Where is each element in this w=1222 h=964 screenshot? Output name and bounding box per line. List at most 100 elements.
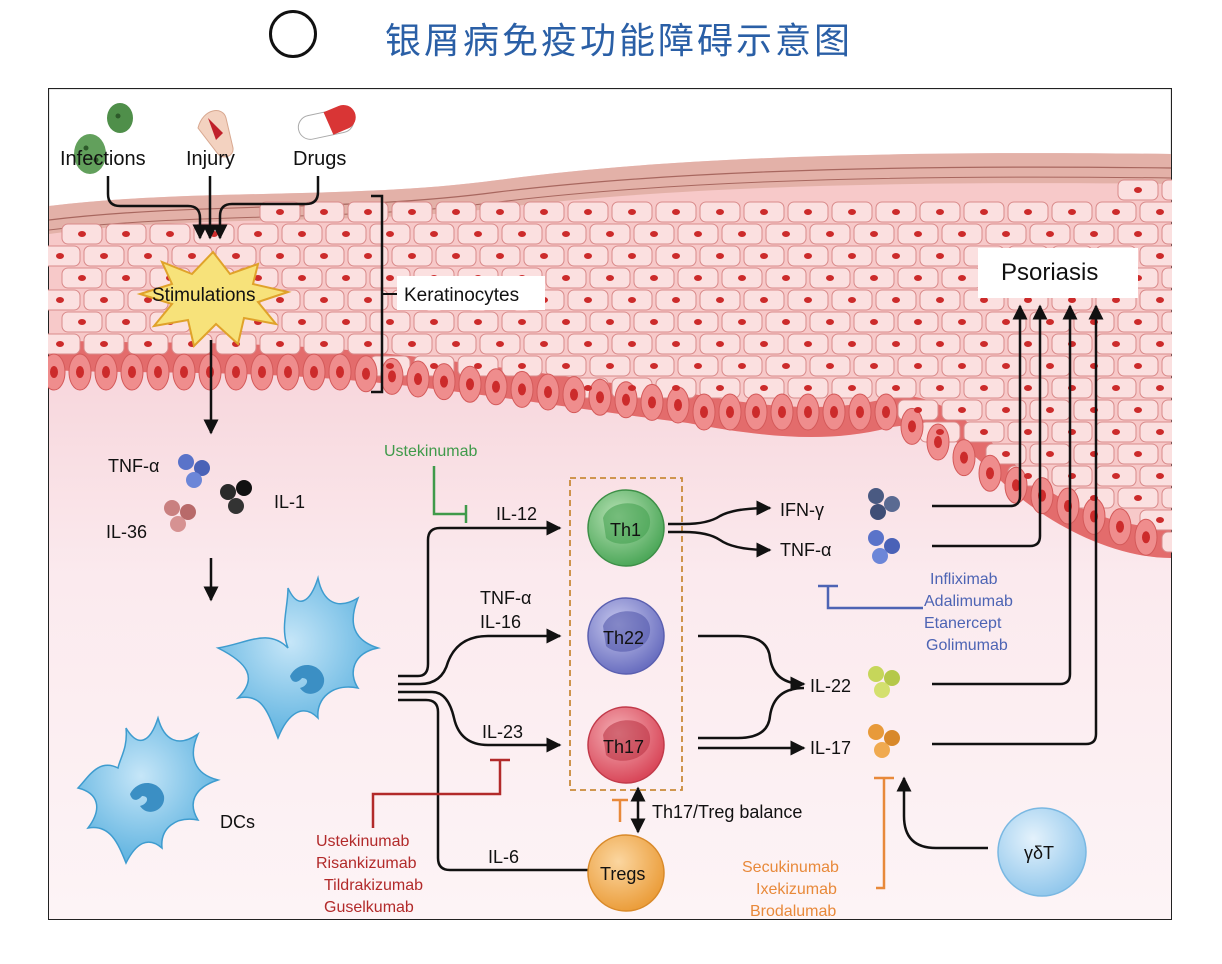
keratinocyte-nucleus [606, 319, 614, 325]
keratinocyte-nucleus [936, 253, 944, 259]
injury-label: Injury [186, 148, 235, 170]
keratinocyte-nucleus [1046, 319, 1054, 325]
keratinocyte-nucleus [1156, 429, 1164, 435]
keratinocyte-nucleus [870, 363, 878, 369]
keratinocyte-nucleus [78, 275, 86, 281]
il1-cluster [220, 480, 252, 514]
keratinocyte-nucleus [122, 231, 130, 237]
tnf-alpha-label-right: TNF-α [780, 540, 831, 560]
keratinocyte-nucleus [870, 275, 878, 281]
keratinocyte-nucleus [1112, 385, 1120, 391]
keratinocyte-nucleus [716, 297, 724, 303]
keratinocyte-nucleus [276, 209, 284, 215]
keratinocyte-nucleus [826, 319, 834, 325]
keratinocyte-nucleus [848, 385, 856, 391]
il36-cluster [164, 500, 196, 532]
keratinocyte-nucleus [782, 275, 790, 281]
keratinocyte-nucleus [342, 231, 350, 237]
th17-cell [587, 706, 665, 784]
basal-nucleus [804, 406, 812, 418]
keratinocyte-nucleus [672, 385, 680, 391]
keratinocyte-nucleus [914, 363, 922, 369]
infections-icon [74, 103, 133, 174]
keratinocyte-nucleus [1024, 473, 1032, 479]
keratinocyte-nucleus [562, 363, 570, 369]
basal-nucleus [388, 370, 396, 383]
basal-nucleus [1012, 479, 1020, 492]
ifn-gamma-cluster [868, 488, 900, 520]
basal-nucleus [466, 378, 474, 391]
keratinocyte-nucleus [628, 341, 636, 347]
keratinocyte-nucleus [1046, 231, 1054, 237]
t-cell-output-arrows [668, 500, 806, 756]
th1-label: Th1 [610, 520, 641, 540]
keratinocyte-nucleus [1156, 341, 1164, 347]
keratinocyte-nucleus [1156, 253, 1164, 259]
basal-nucleus [700, 406, 708, 418]
svg-text:Secukinumab: Secukinumab [742, 859, 839, 876]
keratinocyte-nucleus [518, 231, 526, 237]
svg-text:Ustekinumab: Ustekinumab [316, 833, 409, 850]
keratinocyte-nucleus [914, 275, 922, 281]
keratinocyte-nucleus [56, 297, 64, 303]
basal-nucleus [986, 467, 994, 480]
basal-nucleus [128, 366, 136, 378]
keratinocyte-cell [1161, 267, 1203, 289]
keratinocyte-nucleus [958, 363, 966, 369]
basal-nucleus [830, 406, 838, 418]
keratinocyte-nucleus [452, 253, 460, 259]
basal-nucleus [518, 383, 526, 396]
t-cell-group-box [569, 477, 683, 791]
keratinocyte-cell [1161, 223, 1203, 245]
epidermis [39, 153, 1203, 558]
keratinocyte-nucleus [474, 231, 482, 237]
keratinocyte-nucleus [980, 385, 988, 391]
keratinocyte-nucleus [606, 231, 614, 237]
keratinocyte-nucleus [1156, 473, 1164, 479]
keratinocyte-nucleus [936, 209, 944, 215]
keratinocyte-nucleus [144, 341, 152, 347]
keratinocyte-nucleus [584, 341, 592, 347]
keratinocyte-nucleus [958, 231, 966, 237]
keratinocyte-nucleus [650, 363, 658, 369]
keratinocyte-nucleus [980, 429, 988, 435]
keratinocyte-cell [1161, 179, 1203, 201]
basal-nucleus [960, 451, 968, 464]
il1-label: IL-1 [274, 492, 305, 512]
th1-cell [587, 489, 665, 567]
keratinocyte-nucleus [782, 363, 790, 369]
page-title: 银屑病免疫功能障碍示意图 [385, 21, 854, 62]
keratinocyte-nucleus [672, 297, 680, 303]
dcs-label: DCs [220, 812, 255, 832]
keratinocyte-nucleus [56, 341, 64, 347]
keratinocyte-nucleus [496, 341, 504, 347]
keratinocyte-nucleus [386, 275, 394, 281]
keratinocyte-nucleus [320, 297, 328, 303]
keratinocyte-nucleus [144, 297, 152, 303]
psoriasis-diagram: Infections Injury Drugs Stimulations Ker… [39, 87, 1203, 921]
keratinocyte-cell [1161, 443, 1203, 465]
keratinocyte-nucleus [1134, 451, 1142, 457]
basal-nucleus [622, 393, 630, 406]
keratinocyte-nucleus [474, 319, 482, 325]
keratinocyte-nucleus [540, 253, 548, 259]
pill-icon [297, 104, 356, 140]
basal-nucleus [570, 388, 578, 401]
psoriasis-arrows [932, 304, 1104, 746]
keratinocyte-nucleus [386, 319, 394, 325]
th22-label: Th22 [603, 628, 644, 648]
il17-cluster [868, 724, 900, 758]
il16-label: IL-16 [480, 612, 521, 632]
dendritic-cell-large [215, 575, 381, 741]
keratinocyte-nucleus [78, 231, 86, 237]
keratinocyte-nucleus [342, 275, 350, 281]
basal-nucleus [154, 366, 162, 378]
basal-nucleus [76, 366, 84, 378]
keratinocyte-nucleus [826, 275, 834, 281]
keratinocyte-nucleus [56, 253, 64, 259]
keratinocyte-nucleus [980, 297, 988, 303]
keratinocyte-nucleus [914, 319, 922, 325]
basal-nucleus [934, 436, 942, 448]
keratinocyte-nucleus [1112, 429, 1120, 435]
keratinocyte-nucleus [100, 341, 108, 347]
